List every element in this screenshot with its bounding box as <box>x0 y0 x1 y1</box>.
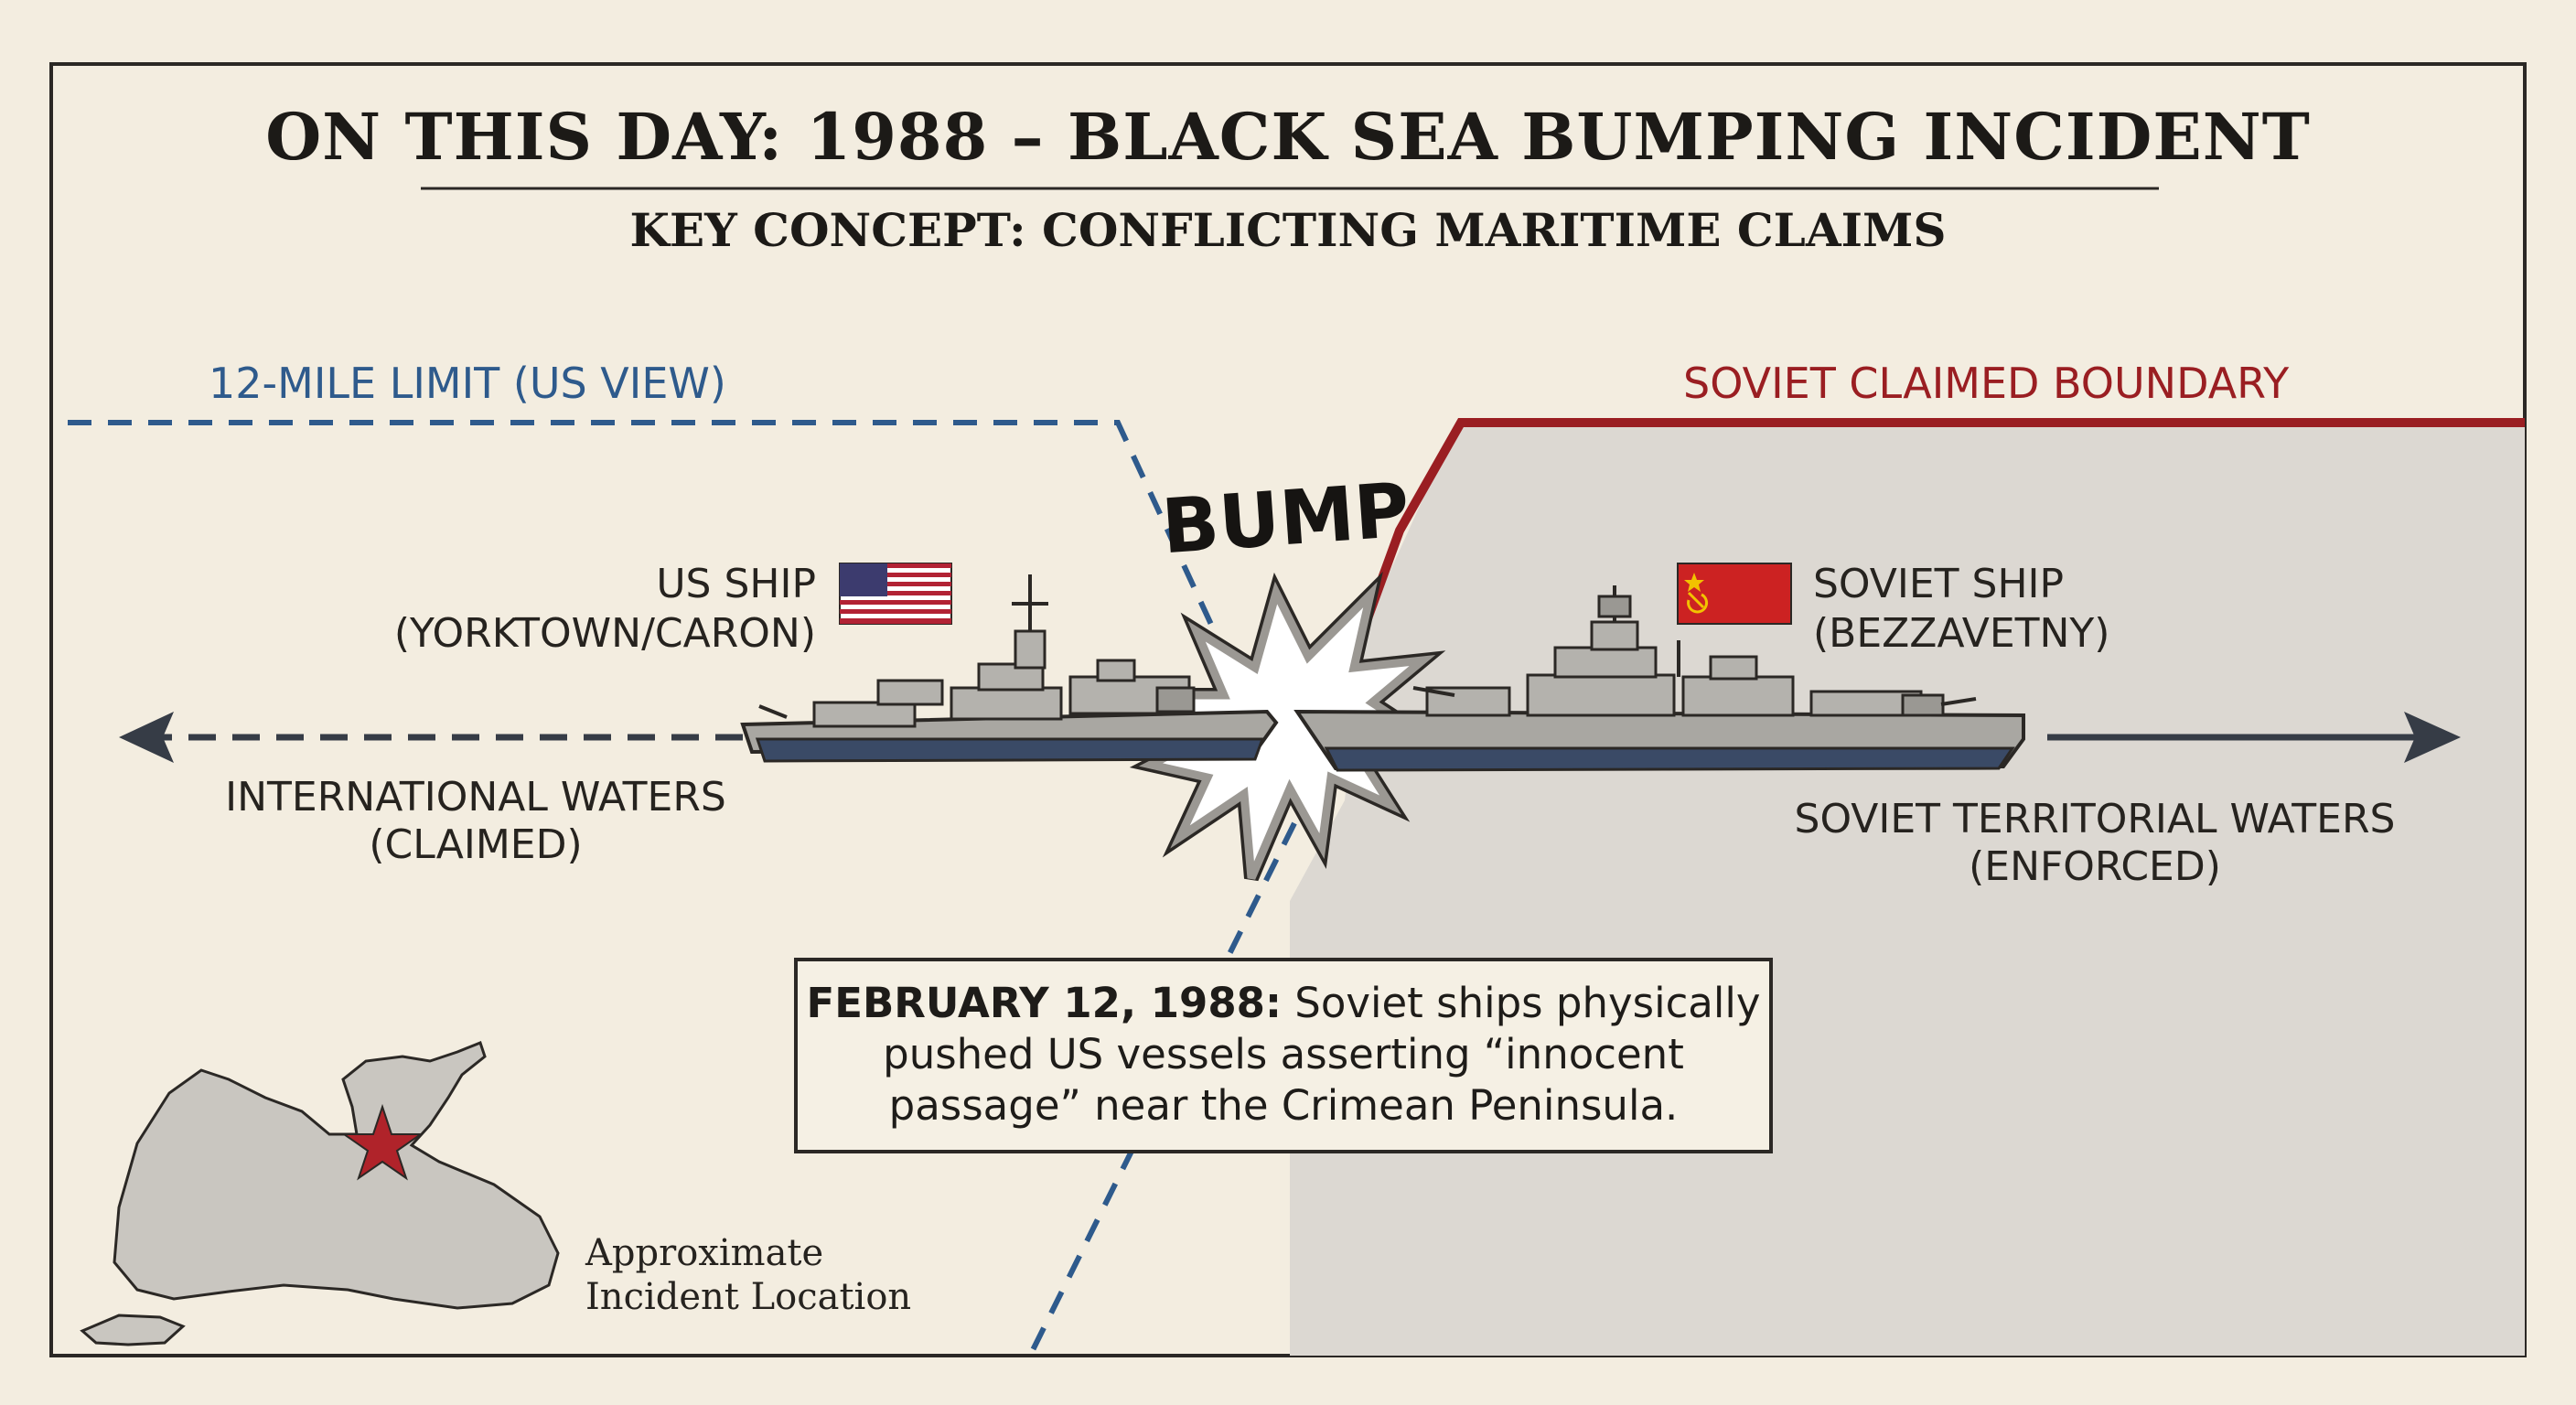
callout-date: FEBRUARY 12, 1988: <box>806 979 1282 1027</box>
soviet-flag-icon <box>1677 563 1792 625</box>
callout-line1: Soviet ships physically <box>1281 979 1761 1027</box>
black-sea-map <box>80 1041 560 1346</box>
soviet-boundary-line <box>1358 418 2525 633</box>
us-ship-name: US SHIP <box>656 561 816 607</box>
international-waters-note: (CLAIMED) <box>369 821 583 868</box>
bump-label: BUMP <box>1159 467 1412 572</box>
international-waters-title: INTERNATIONAL WATERS <box>225 774 726 820</box>
soviet-waters-note: (ENFORCED) <box>1969 843 2221 890</box>
page-subtitle: KEY CONCEPT: CONFLICTING MARITIME CLAIMS <box>629 203 1947 257</box>
page-title: ON THIS DAY: 1988 – BLACK SEA BUMPING IN… <box>265 99 2311 175</box>
incident-callout-box: FEBRUARY 12, 1988: Soviet ships physical… <box>794 958 1773 1153</box>
soviet-ship-name: SOVIET SHIP <box>1813 561 2065 607</box>
left-arrow-icon <box>119 712 743 763</box>
soviet-ship-label: SOVIET SHIP (BEZZAVETNY) <box>1813 560 2109 659</box>
soviet-waters-label: SOVIET TERRITORIAL WATERS (ENFORCED) <box>1756 796 2433 891</box>
us-limit-line <box>68 420 1221 642</box>
soviet-boundary-label: SOVIET CLAIMED BOUNDARY <box>1683 359 2290 408</box>
incident-star-icon <box>340 1103 424 1181</box>
soviet-ship <box>1293 585 2025 772</box>
callout-line2: pushed US vessels asserting “innocent <box>883 1030 1684 1078</box>
international-waters-label: INTERNATIONAL WATERS (CLAIMED) <box>192 774 759 869</box>
us-flag-icon <box>839 563 952 625</box>
map-label-line1: Approximate <box>585 1232 824 1274</box>
right-arrow-icon <box>2047 712 2461 763</box>
callout-line3: passage” near the Crimean Peninsula. <box>888 1081 1679 1130</box>
us-ship-detail: (YORKTOWN/CARON) <box>393 610 816 657</box>
soviet-waters-title: SOVIET TERRITORIAL WATERS <box>1794 796 2396 842</box>
map-label: Approximate Incident Location <box>585 1231 911 1319</box>
us-ship-label: US SHIP (YORKTOWN/CARON) <box>394 560 816 659</box>
us-limit-label: 12-MILE LIMIT (US VIEW) <box>209 359 726 408</box>
map-label-line2: Incident Location <box>585 1276 912 1318</box>
us-ship <box>740 574 1279 763</box>
soviet-ship-detail: (BEZZAVETNY) <box>1813 610 2110 657</box>
